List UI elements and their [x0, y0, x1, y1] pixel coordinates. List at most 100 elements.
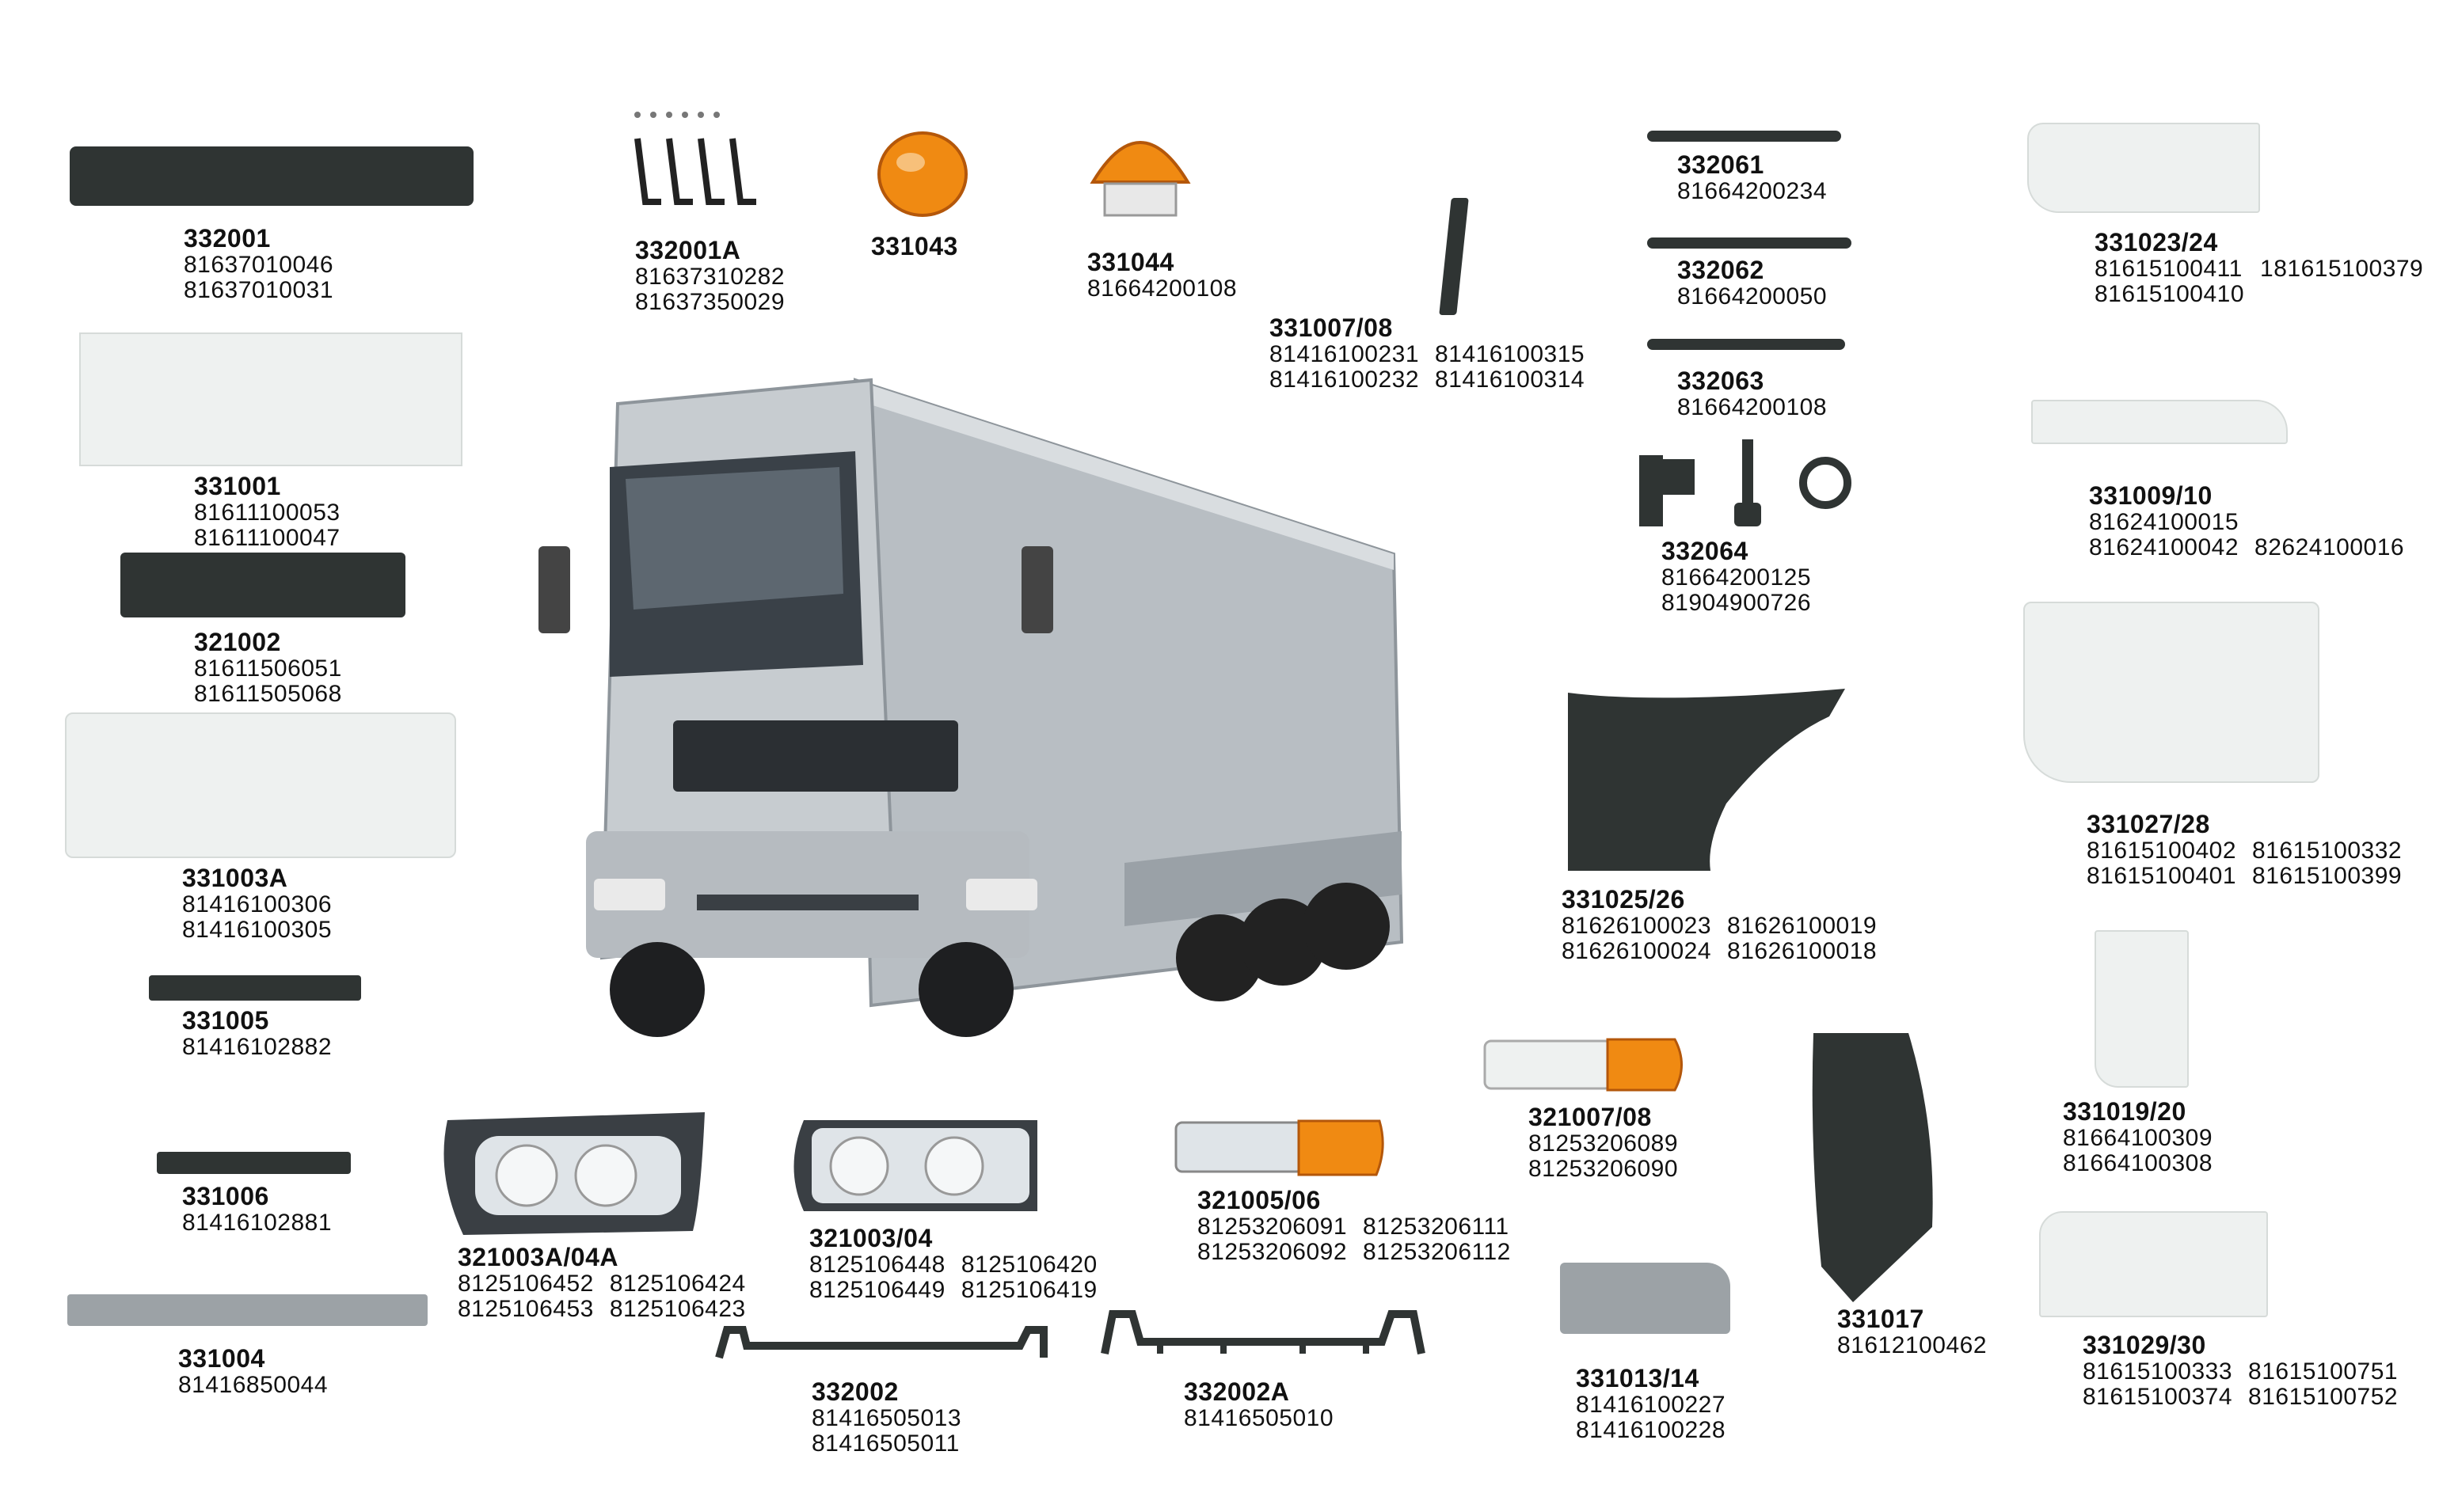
sun-visor-image — [70, 146, 474, 206]
step-panel-image — [2039, 1211, 2268, 1317]
part-number: 81615100332 — [2252, 838, 2403, 864]
part-number: 81611506051 — [194, 655, 342, 682]
part-number: 81615100411 — [2095, 256, 2243, 282]
front-grille-image — [120, 553, 405, 617]
bumper-bracket-image — [715, 1326, 1048, 1359]
front-fender-image — [1568, 689, 1845, 871]
part-code: 331013/14 — [1576, 1364, 1699, 1392]
part-number: 81416505011 — [812, 1430, 960, 1457]
part-code: 331044 — [1087, 248, 1174, 276]
part-332063-label: 332063 81664200108 — [1677, 368, 1827, 420]
part-331019-label: 331019/20 81664100309 81664100308 — [2063, 1099, 2213, 1176]
truck-image — [538, 378, 1404, 1037]
part-number: 81624100015 — [2089, 509, 2239, 535]
part-331004-label: 331004 81416850044 — [178, 1346, 328, 1398]
part-number: 81637010031 — [184, 277, 334, 303]
part-331007-label: 331007/08 81416100231 81416100315 814161… — [1269, 315, 1585, 393]
part-number: 81664100308 — [2063, 1150, 2213, 1176]
part-number: 81253206091 — [1197, 1214, 1348, 1240]
part-321005-label: 321005/06 81253206091 81253206111 812532… — [1197, 1187, 1511, 1265]
mount-parts-image — [1639, 439, 1851, 526]
seal-strip-image — [1647, 339, 1845, 350]
part-number: 81664100309 — [2063, 1125, 2213, 1151]
part-number: 81416100306 — [182, 891, 333, 917]
part-number: 81904900726 — [1661, 590, 1812, 616]
part-code: 331027/28 — [2087, 810, 2210, 838]
part-code: 332002A — [1184, 1377, 1290, 1406]
part-331003A-label: 331003A 81416100306 81416100305 — [182, 865, 332, 943]
part-number: 81615100399 — [2252, 863, 2403, 889]
part-number: 81611100047 — [194, 525, 341, 551]
part-number: 81615100333 — [2083, 1358, 2233, 1385]
part-number: 81416100231 — [1269, 341, 1420, 367]
marker-lamp-image — [1090, 141, 1191, 217]
front-panel-image — [79, 332, 462, 466]
part-number: 81416850044 — [178, 1372, 329, 1398]
part-number: 81637310282 — [635, 264, 786, 290]
part-331013-label: 331013/14 81416100227 81416100228 — [1576, 1366, 1726, 1443]
part-number: 81416505010 — [1184, 1405, 1334, 1431]
part-number: 81611100053 — [194, 500, 341, 526]
part-code: 321002 — [194, 628, 281, 656]
part-331006-label: 331006 81416102881 — [182, 1183, 332, 1236]
part-332001-label: 332001 81637010046 81637010031 — [184, 226, 333, 303]
lower-spoiler-image — [67, 1294, 428, 1326]
part-code: 332063 — [1677, 367, 1764, 395]
part-number: 8125106449 — [809, 1277, 946, 1303]
part-number: 81416505013 — [812, 1405, 962, 1431]
part-332061-label: 332061 81664200234 — [1677, 152, 1827, 204]
part-number: 81416100232 — [1269, 367, 1420, 393]
part-code: 331019/20 — [2063, 1097, 2186, 1126]
part-321003-label: 321003/04 8125106448 8125106420 81251064… — [809, 1225, 1098, 1303]
part-331027-label: 331027/28 81615100402 81615100332 816151… — [2087, 811, 2402, 889]
part-number: 81664200108 — [1677, 394, 1828, 420]
door-trim-strip-image — [1439, 198, 1469, 315]
part-331029-label: 331029/30 81615100333 81615100751 816151… — [2083, 1332, 2398, 1410]
beacon-lamp-image — [877, 131, 968, 217]
part-321003A-label: 321003A/04A 8125106452 8125106424 812510… — [458, 1244, 746, 1322]
part-code: 331005 — [182, 1006, 269, 1035]
part-number: 81253206090 — [1528, 1156, 1679, 1182]
bumper-bracket-image — [1101, 1310, 1425, 1354]
part-number: 81615100410 — [2095, 281, 2245, 307]
part-code: 331006 — [182, 1182, 269, 1210]
part-332002A-label: 332002A 81416505010 — [1184, 1379, 1334, 1431]
part-code: 331001 — [194, 472, 281, 500]
bumper-trim-image — [157, 1152, 351, 1174]
part-number: 81416100314 — [1435, 367, 1585, 393]
part-332001A-label: 332001A 81637310282 81637350029 — [635, 237, 785, 315]
part-number: 81611505068 — [194, 681, 342, 707]
part-number: 8125106423 — [609, 1296, 746, 1322]
part-code: 332002 — [812, 1377, 899, 1406]
part-number: 82624100016 — [2254, 534, 2405, 560]
part-number: 81664200108 — [1087, 275, 1238, 302]
seal-strip-image — [1647, 237, 1851, 249]
front-bumper-image — [65, 712, 456, 858]
part-code: 321003A/04A — [458, 1243, 618, 1271]
corner-panel-image — [2095, 930, 2189, 1088]
part-number: 81664200125 — [1661, 564, 1812, 591]
part-331017-label: 331017 81612100462 — [1837, 1306, 1987, 1358]
part-number: 81253206112 — [1363, 1239, 1511, 1265]
side-deflector-image — [2023, 602, 2319, 783]
part-number: 81626100019 — [1727, 913, 1878, 939]
part-number: 81253206089 — [1528, 1130, 1679, 1157]
trim-panel-image — [2031, 400, 2288, 444]
part-number: 81615100374 — [2083, 1384, 2233, 1410]
part-332064-label: 332064 81664200125 81904900726 — [1661, 538, 1811, 616]
part-number: 81637350029 — [635, 289, 786, 315]
part-code: 331029/30 — [2083, 1331, 2206, 1359]
part-code: 331009/10 — [2089, 481, 2213, 510]
part-code: 321005/06 — [1197, 1186, 1321, 1214]
part-number: 81626100018 — [1727, 938, 1878, 964]
part-number: 8125106420 — [961, 1252, 1098, 1278]
part-code: 332001A — [635, 236, 741, 264]
part-number: 81416102881 — [182, 1210, 333, 1236]
part-number: 8125106424 — [609, 1271, 746, 1297]
corner-lamp-image — [1483, 1038, 1683, 1092]
part-number: 81615100751 — [2248, 1358, 2399, 1385]
visor-bracket-set-image — [634, 112, 756, 205]
part-number: 81416100315 — [1435, 341, 1585, 367]
part-number: 81615100402 — [2087, 838, 2237, 864]
part-number: 81416102882 — [182, 1034, 333, 1060]
